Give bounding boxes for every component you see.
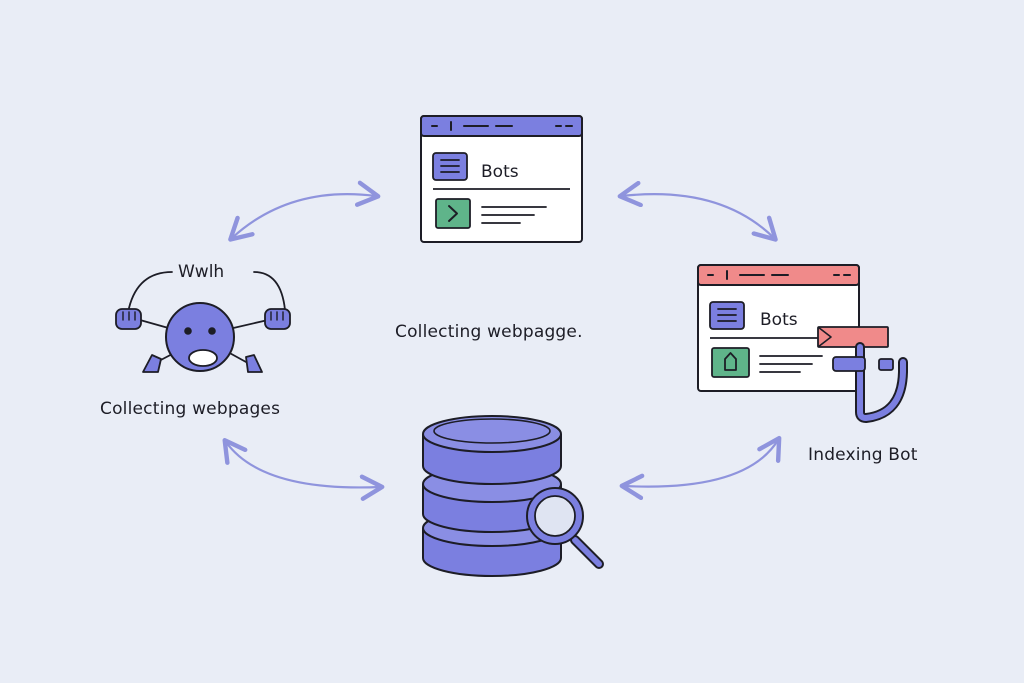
left-foot: [142, 354, 162, 373]
top-browser-window: Bots: [420, 115, 583, 243]
hook-icon: [832, 342, 908, 424]
right-browser-window: Bots: [697, 264, 908, 424]
center-label: Collecting webpagge.: [395, 322, 583, 342]
crawler-bot-character: Wwlh: [115, 262, 291, 373]
envelope-icon: [817, 326, 889, 348]
crawler-label: Collecting webpages: [100, 399, 281, 419]
right-window-title: Bots: [760, 310, 798, 330]
speech-text: Wwlh: [178, 262, 224, 282]
top-window-title: Bots: [481, 162, 519, 182]
home-icon: [711, 347, 750, 378]
right-foot: [245, 354, 263, 373]
bot-mouth: [188, 349, 218, 367]
arrow-top-right: [617, 180, 778, 242]
left-fist: [115, 308, 142, 330]
menu-icon: [709, 301, 745, 330]
arrow-top-left: [228, 180, 381, 242]
right-fist: [264, 308, 291, 330]
arrow-bottom-left: [222, 438, 385, 501]
arrow-bottom-right: [619, 435, 782, 501]
bot-body: [165, 302, 235, 372]
menu-icon: [432, 152, 468, 181]
indexer-label: Indexing Bot: [808, 445, 918, 465]
terminal-icon: [435, 198, 471, 229]
magnifier-icon: [526, 487, 604, 569]
